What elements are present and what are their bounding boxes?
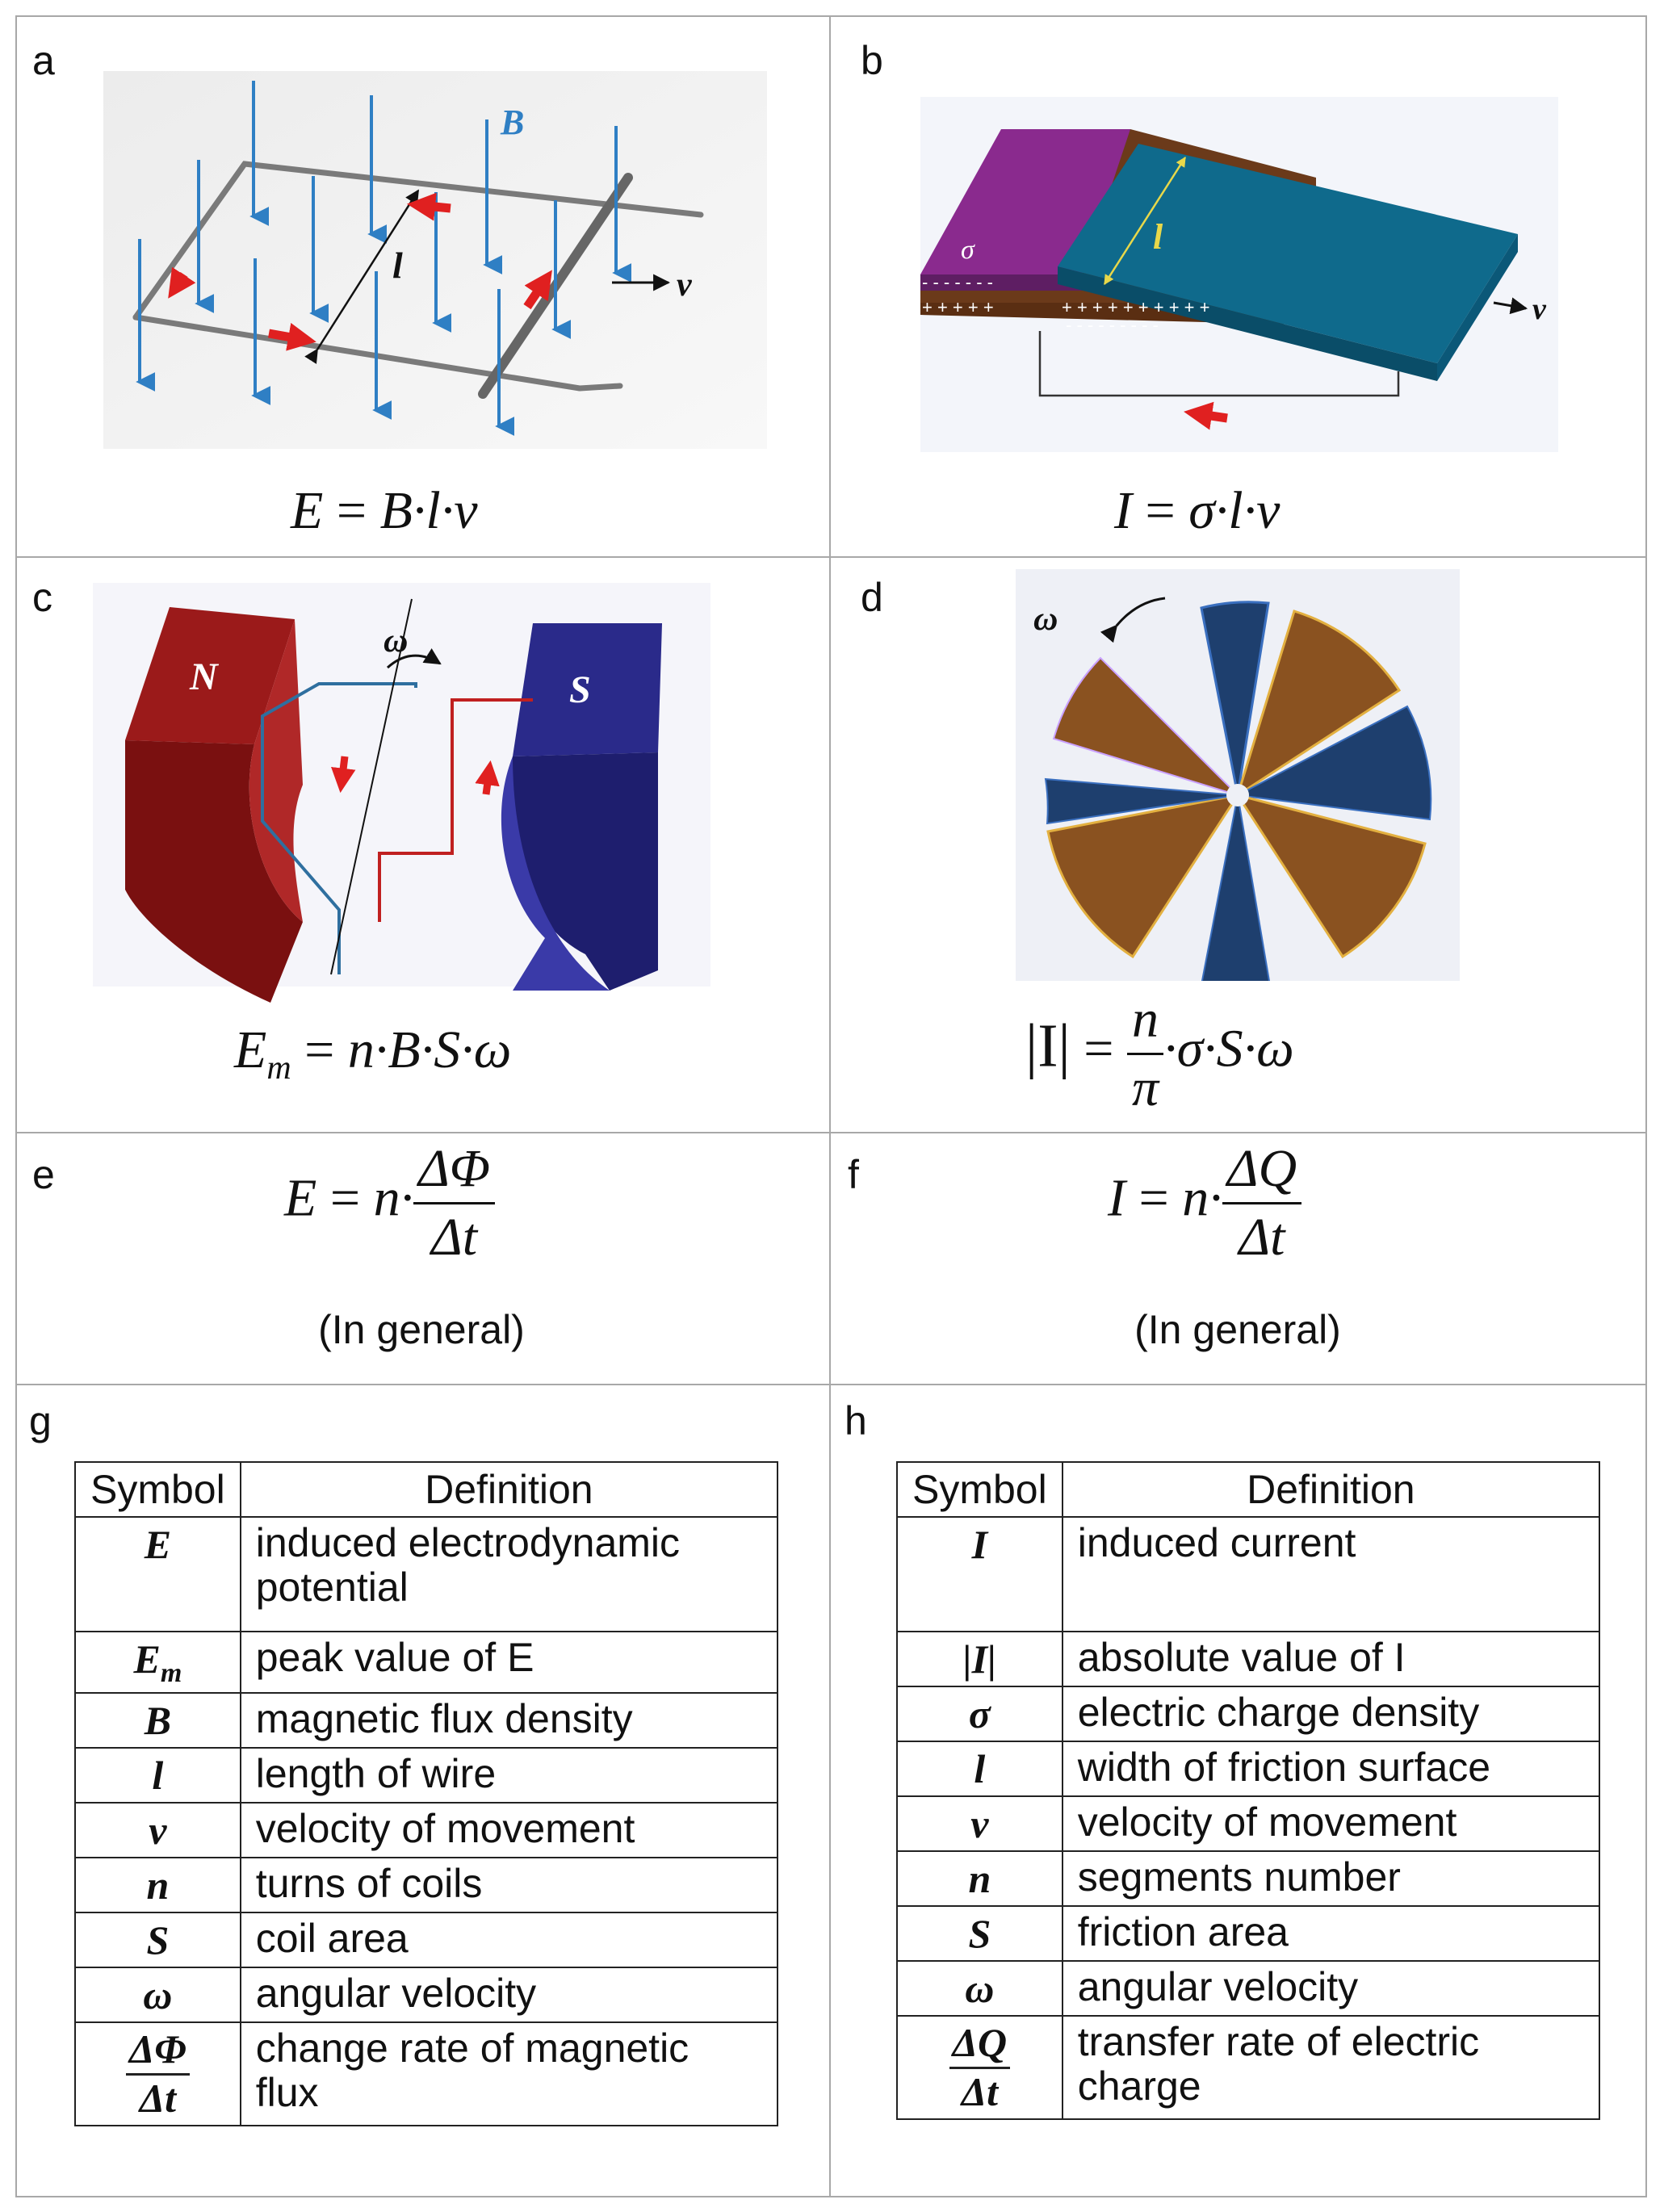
formula-d: |I| = n π ·σ·S·ω [1025,990,1294,1117]
disk-segment-brown [1235,610,1402,798]
panel-label-g: g [29,1398,52,1443]
omega-label-d: ω [1033,601,1058,638]
header-definition: Definition [1061,1461,1601,1518]
disk-segment-blue [1044,777,1239,825]
north-label: N [189,656,220,698]
minus-row: - - - - - - - [922,272,993,292]
row-divider-2 [15,1132,1647,1133]
minus-row-lower: - - - - - - - - - [1066,315,1159,335]
note-f: (In general) [1134,1307,1341,1352]
external-circuit [1038,331,1400,397]
rotation-arrow-d [1100,597,1166,643]
coil-blue [261,682,417,974]
length-label: l [392,245,403,286]
velocity-label-b: v [1532,292,1547,326]
panel-a-illustration: B l v [103,71,767,449]
disk-segment-brown [1234,793,1427,959]
disk-segment-blue [1200,601,1270,796]
panel-label-e: e [32,1152,55,1197]
table-header: Symbol Definition [896,1461,1601,1518]
velocity-arrow-b [1493,297,1528,315]
panel-label-d: d [861,575,883,620]
disk-segment-blue [1201,794,1270,981]
sigma-label: σ [961,235,975,265]
panel-label-b: b [861,38,883,83]
current-arrow-b [1184,401,1228,430]
disk-hub [1226,784,1249,806]
omega-label-c: ω [384,622,408,660]
disk-segment-blue [1234,705,1432,821]
header-definition: Definition [239,1461,779,1518]
current-arrow-c1 [331,756,356,794]
formula-b: I = σ·l·v [1114,481,1280,540]
plus-row: + + + + + + + + + + [1062,297,1210,317]
header-symbol: Symbol [896,1461,1063,1518]
column-divider [829,15,831,2197]
south-magnet: S [501,623,662,991]
disk-segment-brown [1046,793,1241,959]
north-magnet: N [125,607,303,1003]
rotation-axis [330,598,413,975]
south-label: S [569,668,591,711]
segmented-disk [1044,601,1432,981]
row-divider-3 [15,1384,1647,1385]
panel-label-h: h [845,1398,867,1443]
row-divider-1 [15,556,1647,558]
panel-c-illustration: N S ω [93,583,710,1003]
current-arrows [168,192,552,351]
header-symbol: Symbol [74,1461,241,1518]
velocity-label: v [677,266,693,304]
rotation-arrow [386,648,442,669]
coil-red [378,698,533,922]
current-arrow-c2 [475,760,500,795]
panel-label-a: a [32,38,55,83]
formula-d-fraction: n π [1126,993,1164,1115]
figure-frame [15,15,1647,2197]
panel-b-illustration: - - - - - - - + + + + + + + + + + - - - … [920,97,1558,452]
table-header: Symbol Definition [74,1461,779,1518]
panel-label-c: c [32,575,52,620]
disk-segment-brown [1052,656,1239,796]
width-indicator [1103,156,1187,286]
formula-c: Em = n·B·S·ω [234,1020,512,1087]
panel-label-f: f [848,1152,859,1197]
width-label: l [1153,217,1163,257]
formula-a: E = B·l·v [291,481,478,540]
note-e: (In general) [318,1307,525,1352]
panel-d-illustration: ω [1016,569,1460,981]
plus-row-lower: + + + + + [922,297,994,317]
length-indicator [304,189,420,364]
table-row: |I|absolute value of I [896,1631,1601,1687]
field-label: B [500,103,524,142]
